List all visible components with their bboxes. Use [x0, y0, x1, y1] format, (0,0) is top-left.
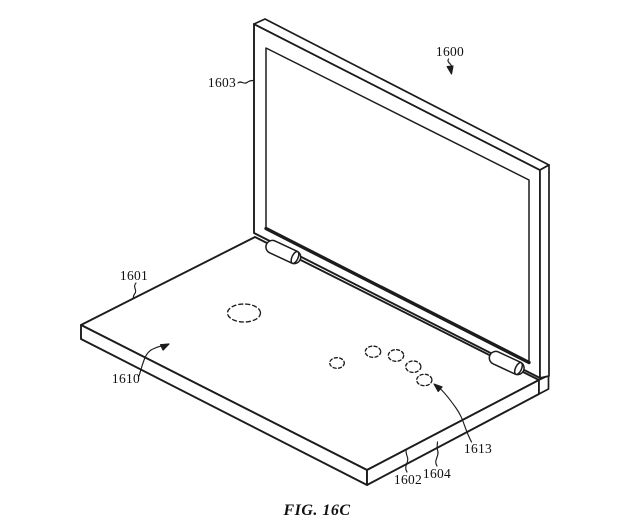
arrow-1613-line — [439, 388, 473, 443]
arrow-1610-head — [159, 343, 170, 351]
sensor-circle — [416, 373, 433, 387]
ref-label-1604: 1604 — [422, 466, 452, 481]
figure-caption: FIG. 16C — [283, 502, 351, 519]
leader-lines — [132, 58, 473, 473]
arrow-1610-line — [138, 345, 164, 377]
sensor-circle — [329, 357, 345, 369]
arrow-1600-head — [446, 65, 454, 75]
hinge-left-endcap — [290, 250, 300, 265]
sensor-circle — [364, 345, 382, 358]
screen-bottom-heavy-edge — [264, 226, 531, 365]
ref-label-1603: 1603 — [207, 75, 237, 90]
hinges — [265, 239, 525, 376]
sensor-circle — [405, 360, 422, 374]
hinge-right-endcap — [513, 361, 524, 376]
leader-1602 — [405, 449, 409, 473]
ref-label-1613: 1613 — [463, 441, 493, 456]
touch-regions — [226, 303, 433, 387]
leader-1604 — [435, 441, 439, 467]
arrow-1613-head — [433, 383, 443, 393]
ref-label-1600: 1600 — [435, 44, 465, 59]
leader-1603 — [237, 79, 254, 84]
sensor-dashed-circles — [329, 345, 433, 387]
ref-label-1602: 1602 — [393, 472, 423, 487]
ref-label-1610: 1610 — [111, 371, 141, 386]
ref-label-1601: 1601 — [119, 268, 149, 283]
lid-right-edge-face — [539, 164, 550, 379]
trackpad-dashed-circle — [226, 303, 262, 323]
leader-1601 — [132, 282, 137, 299]
display-housing — [253, 18, 550, 379]
sensor-circle — [387, 349, 405, 362]
laptop-base — [80, 236, 550, 486]
